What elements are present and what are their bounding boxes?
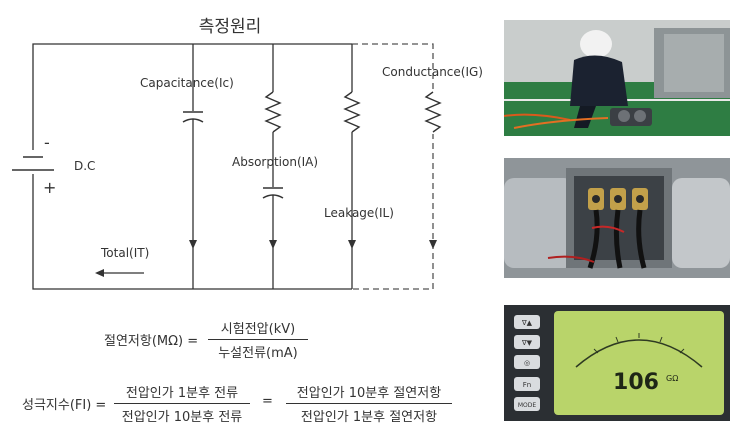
resistance-denominator: 누설전류(mA) xyxy=(218,346,298,361)
resistance-ratio-numerator: 전압인가 10분후 절연저항 xyxy=(296,386,442,401)
absorption-label: Absorption(IA) xyxy=(232,155,318,169)
meter-button-up xyxy=(514,315,540,329)
absorption-current-arrow xyxy=(269,240,277,249)
total-current-arrow-head xyxy=(95,269,104,277)
resistance-ratio-fraction: 전압인가 10분후 절연저항 전압인가 1분후 절연저항 xyxy=(286,382,452,425)
total-label: Total(IT) xyxy=(100,246,149,260)
battery-minus-sign: - xyxy=(44,133,50,152)
resistance-ratio-denominator: 전압인가 1분후 절연저항 xyxy=(300,410,438,425)
meter-lcd-screen xyxy=(554,311,724,415)
worker-photo-illustration xyxy=(504,20,730,136)
worker-measuring-photo xyxy=(504,20,730,136)
resistance-numerator: 시험전압(kV) xyxy=(220,322,296,337)
leakage-label: Leakage(IL) xyxy=(324,206,394,220)
meter-analog-scale xyxy=(575,339,703,368)
insulation-meter-photo: ∇▲ ∇▼ ◎ Fn MODE 106 GΩ xyxy=(504,305,730,421)
absorption-resistor xyxy=(264,91,282,133)
resistance-ratio-fraction-bar xyxy=(286,403,452,404)
conductance-current-arrow xyxy=(429,240,437,249)
motor-terminal-box-photo xyxy=(504,158,730,278)
dc-label: D.C xyxy=(74,159,95,173)
conductance-dashed-frame xyxy=(352,43,434,290)
meter-button-fn xyxy=(514,377,540,391)
insulation-resistance-fraction: 시험전압(kV) 누설전류(mA) xyxy=(208,318,308,361)
leakage-resistor xyxy=(343,91,361,133)
meter-button-mode-label: MODE xyxy=(518,402,537,409)
meter-button-up-label: ∇▲ xyxy=(521,319,533,327)
meter-unit: GΩ xyxy=(666,374,678,383)
insulation-resistance-label: 절연저항(MΩ) = xyxy=(104,334,199,349)
capacitance-label: Capacitance(Ic) xyxy=(140,76,234,90)
resistance-fraction-bar xyxy=(208,339,308,340)
polarization-index-formula: 성극지수(FI) = 전압인가 1분후 전류 전압인가 10분후 전류 = 전압… xyxy=(0,382,500,428)
meter-button-light xyxy=(514,355,540,369)
meter-button-fn-label: Fn xyxy=(523,381,531,389)
conductance-label: Conductance(IG) xyxy=(382,65,483,79)
leakage-current-arrow xyxy=(348,240,356,249)
meter-button-mode xyxy=(514,397,540,411)
meter-photo-illustration: ∇▲ ∇▼ ◎ Fn MODE 106 GΩ xyxy=(504,305,730,421)
current-ratio-fraction-bar xyxy=(114,403,250,404)
current-ratio-fraction: 전압인가 1분후 전류 전압인가 10분후 전류 xyxy=(114,382,250,425)
current-ratio-numerator: 전압인가 1분후 전류 xyxy=(125,386,239,401)
terminal-photo-illustration xyxy=(504,158,730,278)
conductance-resistor xyxy=(424,91,442,133)
meter-button-light-label: ◎ xyxy=(524,359,530,367)
polarization-index-label: 성극지수(FI) = xyxy=(22,398,107,413)
battery-plus-sign: + xyxy=(43,178,56,197)
current-ratio-denominator: 전압인가 10분후 전류 xyxy=(121,410,243,425)
diagram-title: 측정원리 xyxy=(199,17,262,37)
meter-button-down-label: ∇▼ xyxy=(521,339,533,347)
meter-reading: 106 xyxy=(613,370,659,395)
insulation-resistance-formula: 절연저항(MΩ) = 시험전압(kV) 누설전류(mA) xyxy=(0,318,500,362)
meter-button-down xyxy=(514,335,540,349)
polarization-equals-sign: = xyxy=(262,394,273,409)
capacitance-current-arrow xyxy=(189,240,197,249)
circuit-diagram: 측정원리 - + D.C Capacitance(Ic) Absorption(… xyxy=(12,17,483,290)
